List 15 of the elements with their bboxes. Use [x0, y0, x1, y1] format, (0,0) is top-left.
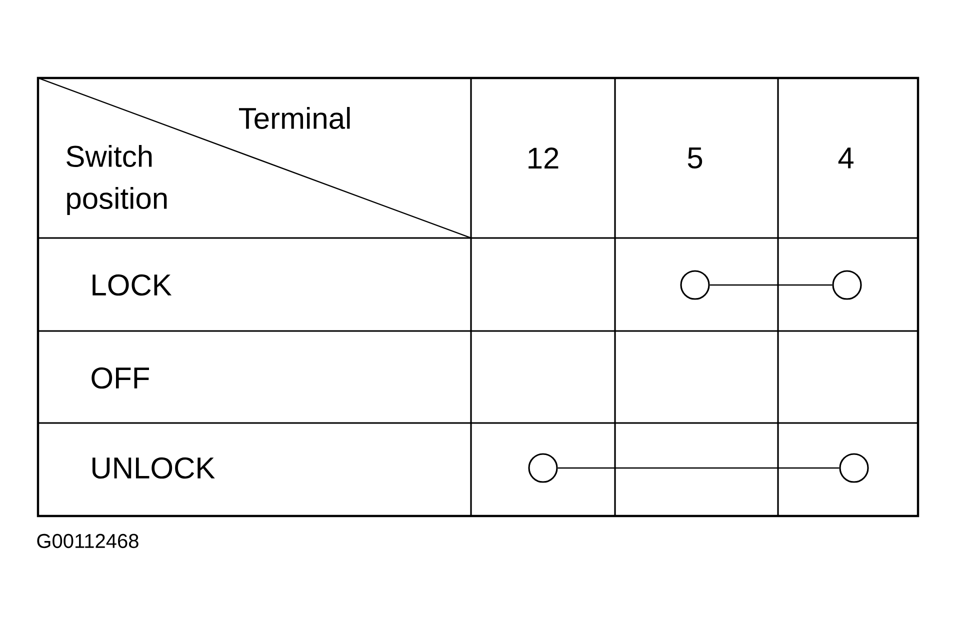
row-label: OFF [92, 367, 149, 389]
column-header: 5 [688, 148, 702, 168]
terminal-circle [839, 453, 869, 483]
connection-line [710, 284, 832, 286]
column-header: 4 [838, 148, 854, 168]
terminal-circle [680, 270, 710, 300]
column-header: 12 [528, 148, 558, 168]
row-label: LOCK [92, 274, 172, 296]
figure-code: G00112468 [37, 534, 138, 548]
row-label: UNLOCK [92, 457, 215, 479]
header-label: Switch position [66, 145, 167, 215]
header-label: Terminal [239, 106, 350, 129]
connection-line [558, 467, 840, 469]
terminal-circle [528, 453, 558, 483]
terminal-circle [832, 270, 862, 300]
